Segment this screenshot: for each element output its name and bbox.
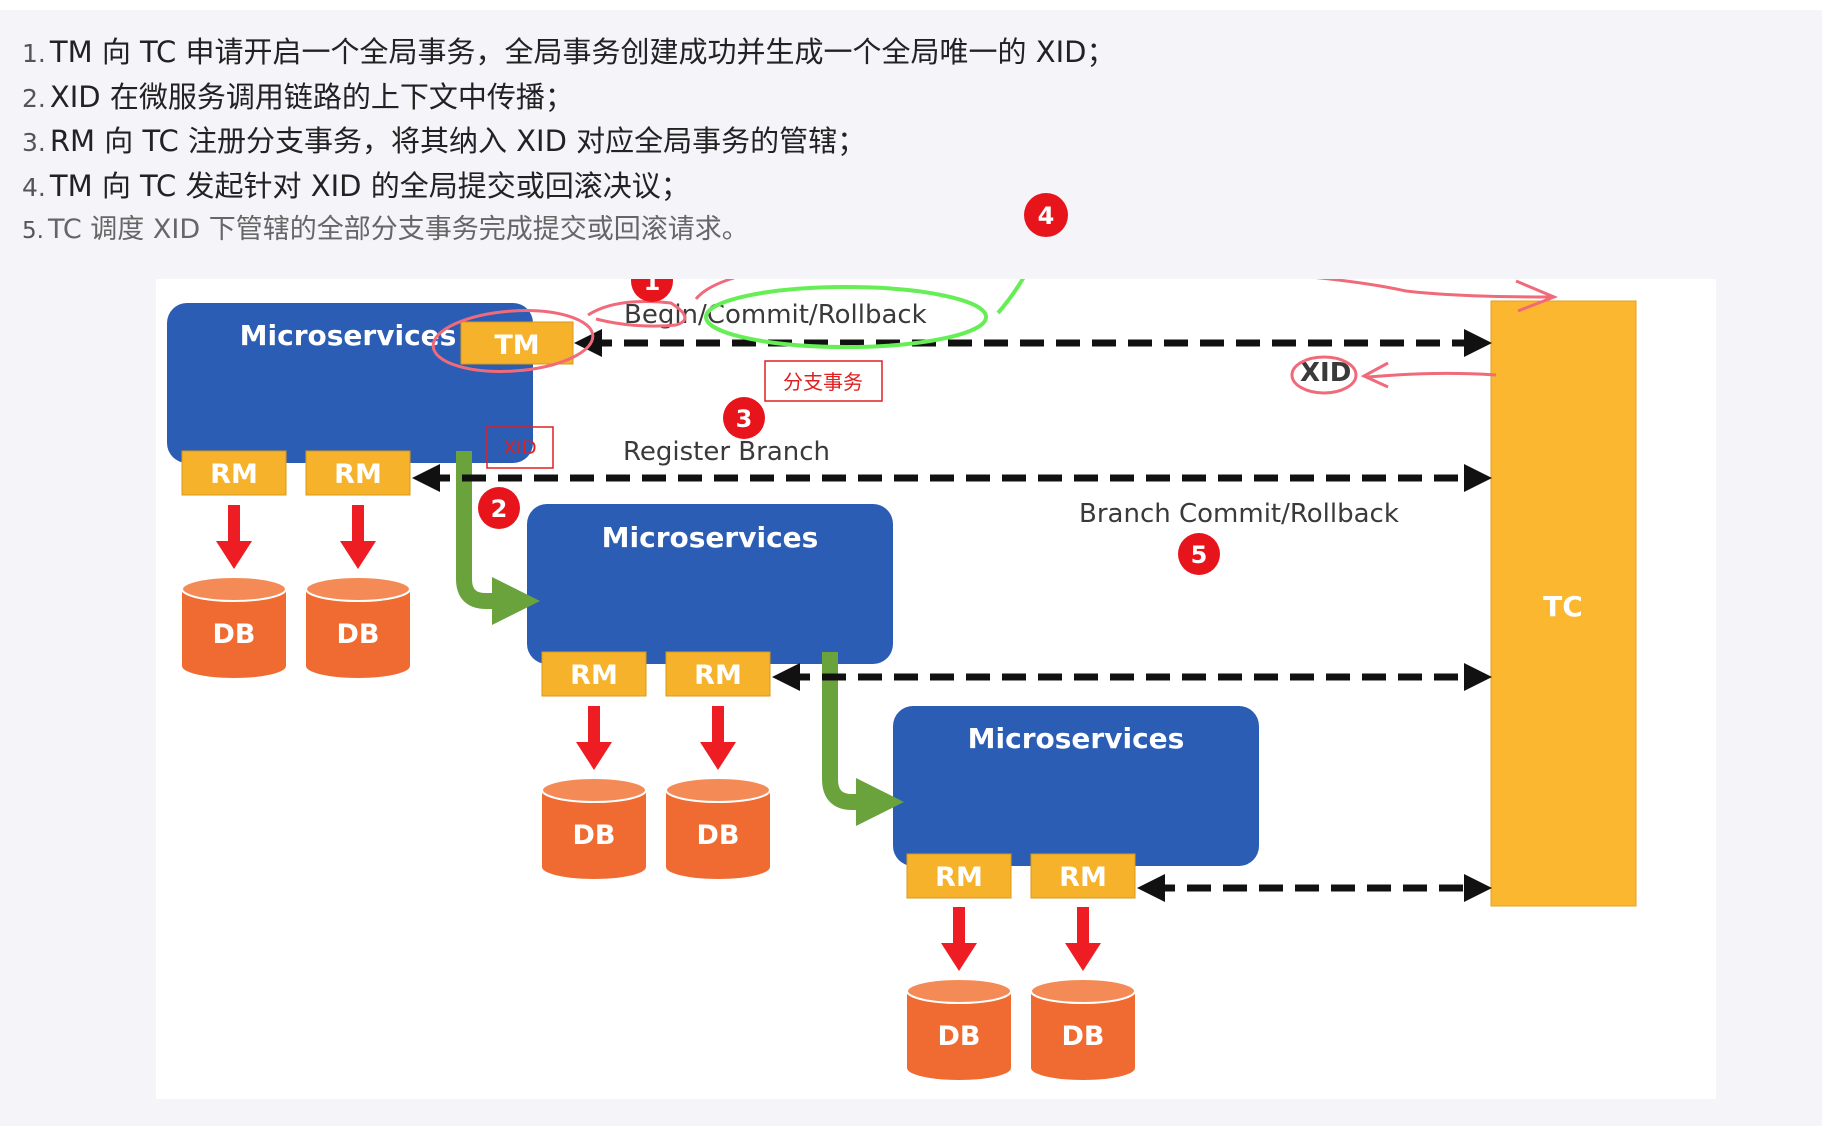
db-label: DB bbox=[1062, 1021, 1105, 1052]
xid-annotation-box bbox=[486, 426, 554, 469]
svg-text:3: 3 bbox=[736, 405, 753, 433]
db-label: DB bbox=[213, 619, 256, 650]
svg-text:5: 5 bbox=[1191, 541, 1208, 569]
rm-label: RM bbox=[210, 459, 258, 490]
microservice-box-2 bbox=[527, 504, 893, 664]
database-1b: DB bbox=[305, 576, 411, 678]
microservice-label-3: Microservices bbox=[968, 722, 1185, 755]
step-number: 2. bbox=[22, 83, 46, 113]
rm-to-db-arrow-3b bbox=[1065, 907, 1101, 971]
step-badge-2: 2 bbox=[478, 487, 520, 529]
rm-to-db-arrow-1a bbox=[216, 505, 252, 569]
rm-to-db-arrow-3a bbox=[941, 907, 977, 971]
rm-label: RM bbox=[334, 459, 382, 490]
branch-tx-annotation: 分支事务 bbox=[783, 370, 863, 394]
step-text: TM 向 TC 发起针对 XID 的全局提交或回滚决议； bbox=[49, 168, 690, 203]
tm-highlight-circle bbox=[431, 309, 595, 373]
microservice-box-1 bbox=[167, 303, 533, 463]
step-item-3: 3.RM 向 TC 注册分支事务，将其纳入 XID 对应全局事务的管辖； bbox=[22, 119, 1115, 164]
xid-highlight-circle bbox=[1290, 355, 1358, 395]
step-item-2: 2.XID 在微服务调用链路的上下文中传播； bbox=[22, 75, 1115, 120]
step-number: 4. bbox=[22, 172, 46, 202]
rm-box-3b bbox=[1030, 853, 1136, 899]
rm-box-1b bbox=[305, 450, 411, 496]
rm-box-2b bbox=[665, 651, 771, 697]
commit-rollback-highlight bbox=[704, 285, 988, 349]
db-label: DB bbox=[337, 619, 380, 650]
rm-to-db-arrow-2a bbox=[576, 706, 612, 770]
db-label: DB bbox=[938, 1021, 981, 1052]
step-item-5: 5.TC 调度 XID 下管辖的全部分支事务完成提交或回滚请求。 bbox=[22, 208, 1115, 253]
xid-return-arrowhead bbox=[1360, 361, 1389, 389]
diagram-canvas: TC Microservices TM RM RM Microservices … bbox=[167, 279, 1637, 1080]
rm-box-3a bbox=[906, 853, 1012, 899]
microservice-box-3 bbox=[893, 706, 1259, 866]
tc-box bbox=[1490, 300, 1637, 907]
rm-label: RM bbox=[935, 862, 983, 893]
tc-label: TC bbox=[1543, 590, 1583, 623]
seata-architecture-diagram: TC Microservices TM RM RM Microservices … bbox=[156, 279, 1716, 1099]
step-badge-3: 3 bbox=[723, 397, 765, 439]
rm-box-2a bbox=[541, 651, 647, 697]
database-3b: DB bbox=[1030, 978, 1136, 1080]
begin-highlight-stroke bbox=[587, 300, 687, 328]
database-3a: DB bbox=[906, 978, 1012, 1080]
branch-commit-rollback-label: Branch Commit/Rollback bbox=[1079, 499, 1399, 529]
step-number: 3. bbox=[22, 128, 46, 157]
xid-annotation: XID bbox=[503, 437, 536, 459]
step-item-4: 4.TM 向 TC 发起针对 XID 的全局提交或回滚决议； bbox=[22, 164, 1115, 209]
xid-propagation-arrow-1 bbox=[456, 451, 540, 625]
step-text: XID 在微服务调用链路的上下文中传播； bbox=[49, 79, 574, 114]
rm-to-db-arrow-2b bbox=[700, 706, 736, 770]
step-badge-1: 1 bbox=[631, 279, 673, 302]
step-text: TM 向 TC 申请开启一个全局事务，全局事务创建成功并生成一个全局唯一的 XI… bbox=[49, 35, 1116, 69]
xid-propagation-arrow-2 bbox=[822, 652, 904, 826]
rm-label: RM bbox=[570, 660, 618, 691]
rm-label: RM bbox=[1059, 862, 1107, 893]
microservice-label-2: Microservices bbox=[602, 521, 819, 554]
db-label: DB bbox=[573, 820, 616, 851]
svg-text:4: 4 bbox=[1038, 202, 1055, 230]
db-label: DB bbox=[697, 820, 740, 851]
step-list: 1.TM 向 TC 申请开启一个全局事务，全局事务创建成功并生成一个全局唯一的 … bbox=[22, 30, 1115, 253]
tc-arrow-stroke bbox=[694, 279, 1552, 300]
rm-label: RM bbox=[694, 660, 742, 691]
tc-arrowhead-stroke bbox=[1515, 279, 1558, 313]
step-text: RM 向 TC 注册分支事务，将其纳入 XID 对应全局事务的管辖； bbox=[49, 124, 867, 158]
svg-text:2: 2 bbox=[491, 495, 508, 523]
svg-text:1: 1 bbox=[644, 279, 661, 296]
tm-label: TM bbox=[494, 330, 539, 361]
database-2a: DB bbox=[541, 777, 647, 879]
register-branch-label: Register Branch bbox=[623, 437, 830, 467]
database-2b: DB bbox=[665, 777, 771, 879]
step-number: 5. bbox=[22, 218, 44, 244]
step-text: TC 调度 XID 下管辖的全部分支事务完成提交或回滚请求。 bbox=[47, 214, 749, 245]
step-badge-4: 4 bbox=[1024, 193, 1068, 237]
rm-box-1a bbox=[181, 450, 287, 496]
step-badge-5: 5 bbox=[1178, 533, 1220, 575]
microservice-label-1: Microservices bbox=[240, 319, 457, 352]
xid-return-stroke bbox=[1367, 371, 1497, 379]
step-number: 1. bbox=[22, 39, 46, 68]
branch-tx-annotation-box bbox=[764, 360, 883, 402]
xid-label: XID bbox=[1300, 358, 1351, 388]
database-1a: DB bbox=[181, 576, 287, 678]
green-pointer-stroke bbox=[996, 279, 1026, 315]
tm-box bbox=[460, 321, 574, 365]
rm-to-db-arrow-1b bbox=[340, 505, 376, 569]
step-item-1: 1.TM 向 TC 申请开启一个全局事务，全局事务创建成功并生成一个全局唯一的 … bbox=[22, 30, 1115, 75]
